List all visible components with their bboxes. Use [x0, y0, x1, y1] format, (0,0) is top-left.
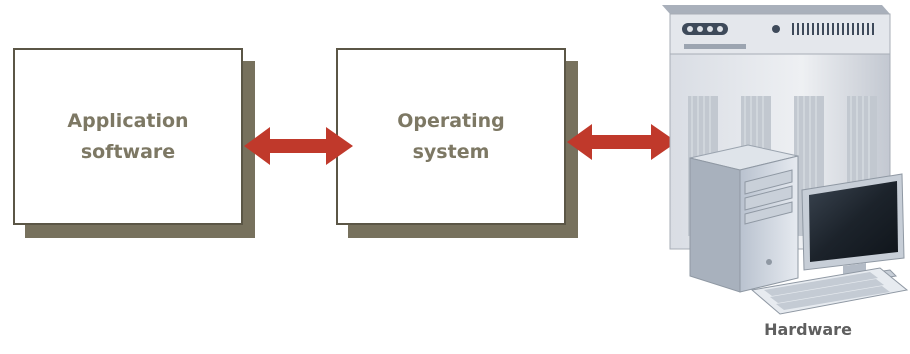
desktop-tower-icon: [689, 144, 799, 293]
double-arrow-icon: [244, 127, 353, 165]
keyboard-icon: [750, 267, 909, 315]
monitor-icon: [801, 173, 905, 288]
application-software-label: Application software: [67, 109, 189, 163]
operating-system-label: Operating system: [397, 109, 505, 163]
hardware-label: Hardware: [764, 320, 852, 339]
application-software-block: Application software: [13, 48, 243, 225]
double-arrow-icon: [567, 124, 677, 160]
operating-system-block: Operating system: [336, 48, 566, 225]
